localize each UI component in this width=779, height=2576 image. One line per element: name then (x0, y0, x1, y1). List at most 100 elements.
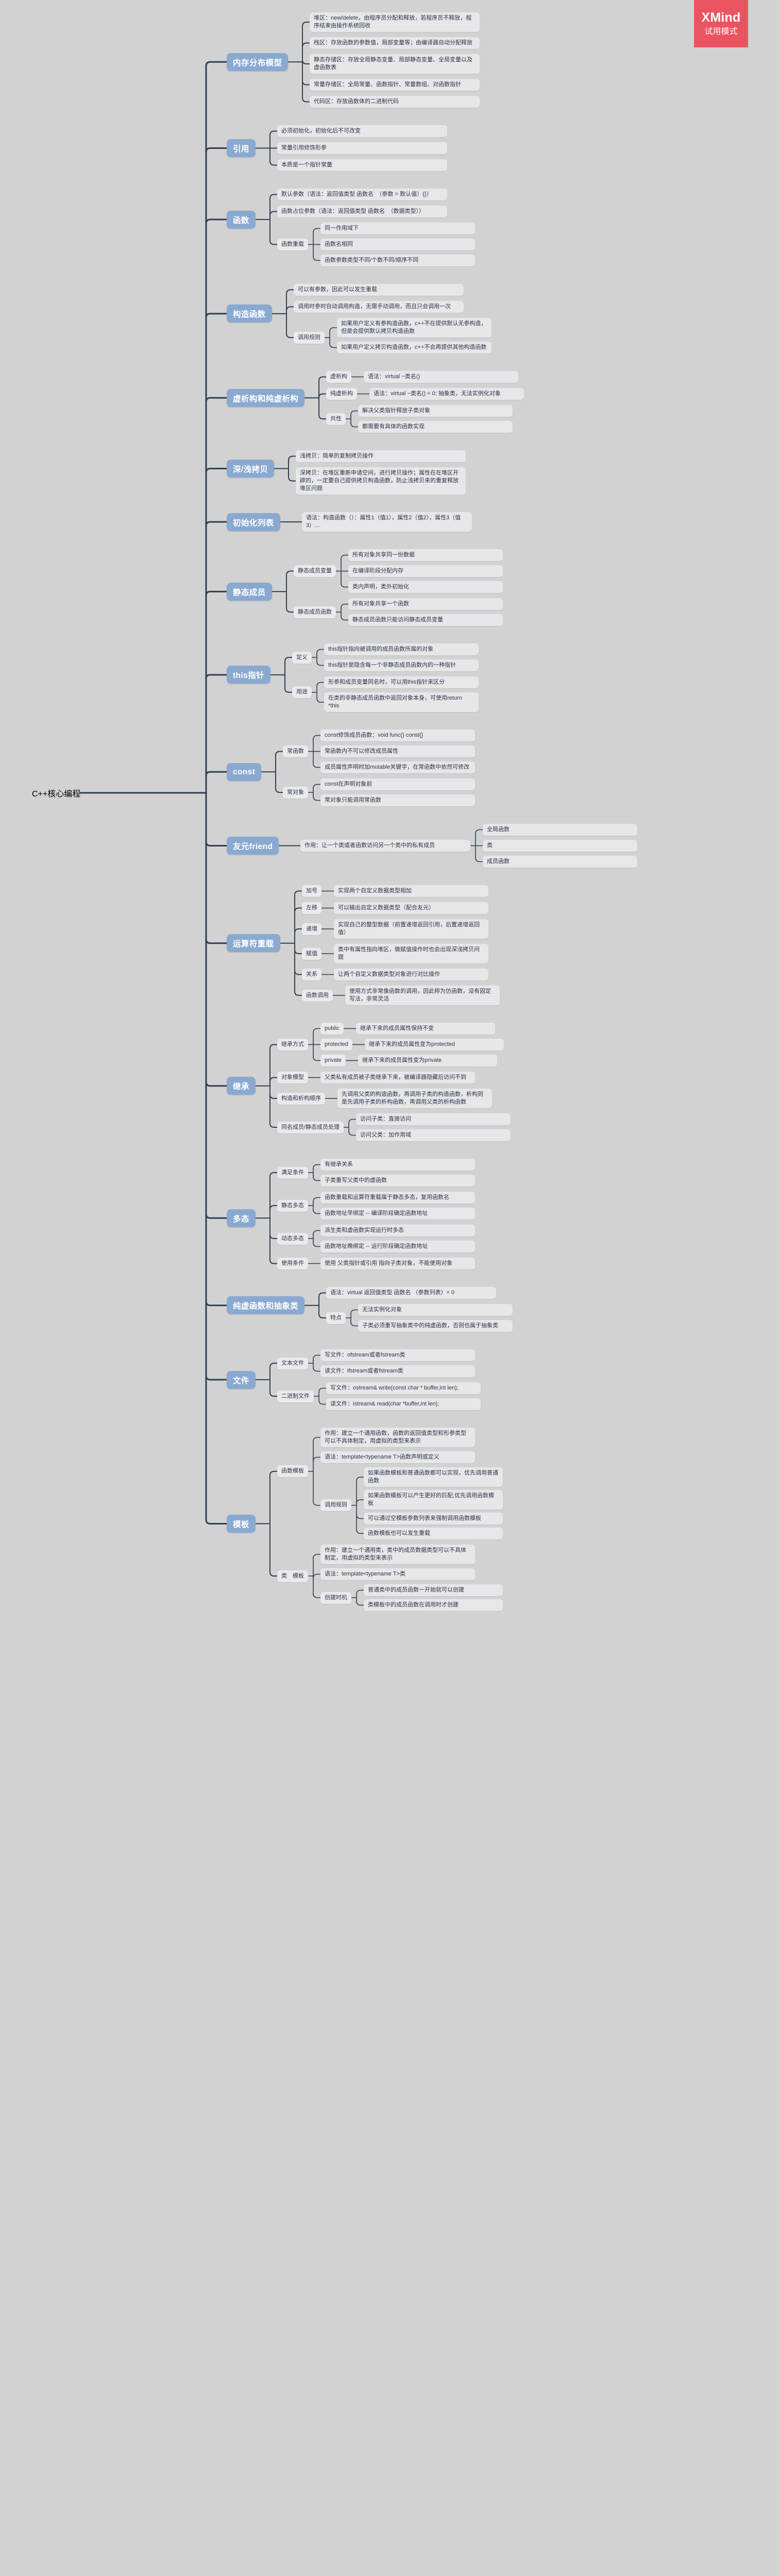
mindmap-leaf-node[interactable]: 文本文件 (277, 1358, 308, 1369)
mindmap-leaf-node[interactable]: 函数地址早绑定 -- 编译阶段确定函数地址 (320, 1208, 475, 1219)
mindmap-branch-node[interactable]: 函数 (227, 211, 256, 229)
mindmap-leaf-node[interactable]: 创建时机 (320, 1592, 351, 1604)
mindmap-leaf-node[interactable]: public (320, 1023, 344, 1035)
mindmap-branch-node[interactable]: 引用 (227, 139, 256, 157)
mindmap-branch-node[interactable]: 深/浅拷贝 (227, 460, 275, 478)
mindmap-leaf-node[interactable]: 默认参数（语法：返回值类型 函数名 （参数 = 默认值）{}） (277, 189, 447, 200)
mindmap-leaf-node[interactable]: 关系 (302, 969, 321, 980)
mindmap-leaf-node[interactable]: 读文件：ifstream或者fstream类 (320, 1365, 475, 1377)
mindmap-leaf-node[interactable]: 函数重载 (277, 239, 308, 250)
mindmap-leaf-node[interactable]: 可以输出自定义数据类型（配合友元） (334, 902, 488, 914)
mindmap-leaf-node[interactable]: 作用：让一个类或者函数访问另一个类中的私有成员 (300, 840, 470, 852)
mindmap-branch-node[interactable]: const (227, 763, 262, 781)
mindmap-leaf-node[interactable]: 全局函数 (483, 824, 637, 836)
mindmap-leaf-node[interactable]: 无法实例化对象 (358, 1304, 513, 1316)
mindmap-leaf-node[interactable]: 先调用父类的构造函数，再调用子类的构造函数，析构则是先调用子类的析构函数，再调用… (337, 1089, 492, 1108)
mindmap-leaf-node[interactable]: 浅拷贝：简单的复制拷贝操作 (296, 450, 466, 462)
mindmap-leaf-node[interactable]: 本质是一个指针常量 (277, 159, 447, 171)
mindmap-leaf-node[interactable]: 调用规则 (320, 1499, 351, 1511)
mindmap-branch-node[interactable]: 初始化列表 (227, 513, 280, 531)
mindmap-leaf-node[interactable]: 函数调用 (302, 990, 333, 1002)
mindmap-leaf-node[interactable]: 在类的非静态成员函数中返回对象本身，可使用return *this (324, 692, 479, 712)
mindmap-leaf-node[interactable]: 都需要有具体的函数实现 (358, 421, 513, 433)
mindmap-leaf-node[interactable]: 所有对象共享一个函数 (348, 598, 503, 610)
mindmap-leaf-node[interactable]: 访问子类：直接访问 (356, 1113, 511, 1125)
mindmap-leaf-node[interactable]: 代码区：存放函数体的二进制代码 (310, 96, 480, 108)
mindmap-leaf-node[interactable]: 常对象 (283, 787, 308, 799)
mindmap-leaf-node[interactable]: 函数地址晚绑定 -- 运行阶段确定函数地址 (320, 1241, 475, 1252)
mindmap-leaf-node[interactable]: 常量存储区：全局常量、函数指针、常量数组、对函数指针 (310, 79, 480, 91)
mindmap-leaf-node[interactable]: 静态多态 (277, 1200, 308, 1212)
mindmap-leaf-node[interactable]: 类 (483, 840, 637, 852)
mindmap-leaf-node[interactable]: 所有对象共享同一份数据 (348, 549, 503, 561)
mindmap-leaf-node[interactable]: 普通类中的成员函数一开始就可以创建 (364, 1584, 503, 1596)
mindmap-leaf-node[interactable]: 同名成员/静态成员处理 (277, 1122, 344, 1133)
mindmap-leaf-node[interactable]: 用途 (292, 686, 312, 698)
mindmap-branch-node[interactable]: 纯虚函数和抽象类 (227, 1296, 305, 1314)
mindmap-leaf-node[interactable]: this指针指向被调用的成员函数所属的对象 (324, 643, 479, 655)
mindmap-leaf-node[interactable]: 常量引用修饰形参 (277, 142, 447, 154)
mindmap-leaf-node[interactable]: 可以有参数，因此可以发生重载 (294, 284, 464, 296)
mindmap-leaf-node[interactable]: private (320, 1055, 346, 1066)
mindmap-branch-node[interactable]: this指针 (227, 666, 270, 684)
mindmap-leaf-node[interactable]: 作用：建立一个通用函数，函数的返回值类型和形参类型可以不具体制定，用虚拟的类型来… (320, 1428, 475, 1447)
mindmap-leaf-node[interactable]: 函数模板也可以发生重载 (364, 1528, 503, 1539)
mindmap-leaf-node[interactable]: 类中有属性指向堆区，做赋值操作时也会出现深浅拷贝问题 (334, 944, 488, 963)
mindmap-leaf-node[interactable]: 纯虚析构 (326, 388, 357, 400)
mindmap-leaf-node[interactable]: 类模板中的成员函数在调用时才创建 (364, 1599, 503, 1611)
mindmap-leaf-node[interactable]: 静态存储区：存放全局静态变量、局部静态变量、全局变量以及虚函数表 (310, 54, 480, 74)
mindmap-leaf-node[interactable]: 语法：构造函数（）：属性1（值1），属性2（值2），属性3（值3）... (302, 512, 472, 532)
mindmap-leaf-node[interactable]: 特点 (326, 1312, 346, 1324)
mindmap-leaf-node[interactable]: 调用规则 (294, 332, 325, 344)
mindmap-branch-node[interactable]: 内存分布模型 (227, 53, 289, 71)
mindmap-leaf-node[interactable]: 左移 (302, 902, 321, 914)
mindmap-leaf-node[interactable]: 对象模型 (277, 1072, 308, 1083)
mindmap-leaf-node[interactable]: protected (320, 1039, 352, 1050)
mindmap-leaf-node[interactable]: 堆区：new/delete，由程序员分配和释放，若程序员不释放，程序结束由操作系… (310, 12, 480, 32)
mindmap-leaf-node[interactable]: 使用 父类指针或引用 指向子类对象，不能使用对象 (320, 1258, 475, 1269)
mindmap-leaf-node[interactable]: 常函数内不可以修改成员属性 (320, 745, 475, 757)
mindmap-leaf-node[interactable]: const修饰成员函数：void func() const{} (320, 730, 475, 741)
mindmap-leaf-node[interactable]: 函数占位参数（语法：返回值类型 函数名 （数据类型）） (277, 206, 447, 217)
mindmap-branch-node[interactable]: 运算符重载 (227, 934, 280, 952)
mindmap-leaf-node[interactable]: 如果函数模板和普通函数都可以实现，优先调用普通函数 (364, 1467, 503, 1487)
mindmap-leaf-node[interactable]: 解决父类指针释放子类对象 (358, 405, 513, 417)
mindmap-leaf-node[interactable]: 继承方式 (277, 1039, 308, 1050)
mindmap-leaf-node[interactable]: 调用时参时自动调用构造，无需手动调用，而且只会调用一次 (294, 301, 464, 313)
mindmap-leaf-node[interactable]: const在声明对象前 (320, 778, 475, 790)
mindmap-branch-node[interactable]: 模板 (227, 1515, 256, 1533)
mindmap-leaf-node[interactable]: 写文件：ostream& write(const char * buffer,i… (326, 1382, 481, 1394)
mindmap-leaf-node[interactable]: 成员属性声明时加mutable关键字，在常函数中依然可修改 (320, 761, 475, 773)
mindmap-leaf-node[interactable]: 让两个自定义数据类型对象进行对比操作 (334, 969, 488, 980)
mindmap-leaf-node[interactable]: 子类必须重写抽象类中的纯虚函数，否则也属于抽象类 (358, 1320, 513, 1332)
mindmap-leaf-node[interactable]: 语法：virtual ~类名() (364, 371, 518, 383)
mindmap-branch-node[interactable]: 文件 (227, 1371, 256, 1389)
mindmap-leaf-node[interactable]: 可以通过空模板参数列表来强制调用函数模板 (364, 1513, 503, 1524)
mindmap-leaf-node[interactable]: 子类重写父类中的虚函数 (320, 1175, 475, 1187)
mindmap-leaf-node[interactable]: 如果函数模板可以产生更好的匹配,优先调用函数模板 (364, 1490, 503, 1510)
mindmap-leaf-node[interactable]: 在编译阶段分配内存 (348, 565, 503, 577)
mindmap-branch-node[interactable]: 虚析构和纯虚析构 (227, 389, 305, 407)
mindmap-root-node[interactable]: C++核心编程 (32, 787, 80, 799)
mindmap-leaf-node[interactable]: 父类私有成员被子类继承下来，被编译器隐藏后访问不到 (320, 1072, 475, 1083)
mindmap-leaf-node[interactable]: 读文件：istream& read(char *buffer,int len); (326, 1398, 481, 1410)
mindmap-leaf-node[interactable]: 语法：virtual 返回值类型 函数名 （参数列表）= 0 (326, 1287, 496, 1299)
mindmap-leaf-node[interactable]: 虚析构 (326, 371, 351, 383)
mindmap-leaf-node[interactable]: 函数名相同 (320, 239, 475, 250)
mindmap-branch-node[interactable]: 多态 (227, 1209, 256, 1227)
mindmap-leaf-node[interactable]: 如果用户定义有参构造函数，c++不在提供默认无参构造，但是会提供默认拷贝构造函数 (337, 318, 492, 337)
mindmap-leaf-node[interactable]: 继承下来的成员属性变为protected (365, 1039, 504, 1050)
mindmap-leaf-node[interactable]: this指针是隐含每一个非静态成员函数内的一种指针 (324, 659, 479, 671)
mindmap-branch-node[interactable]: 继承 (227, 1077, 256, 1095)
mindmap-leaf-node[interactable]: 常函数 (283, 745, 308, 757)
mindmap-leaf-node[interactable]: 访问父类：加作用域 (356, 1129, 511, 1141)
mindmap-leaf-node[interactable]: 语法：virtual ~类名() = 0; 抽象类，无法实例化对象 (369, 388, 524, 400)
mindmap-leaf-node[interactable]: 静态成员函数 (294, 606, 336, 618)
mindmap-leaf-node[interactable]: 继承下来的成员属性变为private (358, 1055, 497, 1066)
mindmap-leaf-node[interactable]: 共性 (326, 413, 346, 425)
mindmap-leaf-node[interactable]: 定义 (292, 652, 312, 664)
mindmap-leaf-node[interactable]: 使用方式非常像函数的调用，因此称为仿函数，没有固定写法，非常灵活 (345, 986, 500, 1005)
mindmap-leaf-node[interactable]: 递增 (302, 923, 321, 935)
mindmap-leaf-node[interactable]: 同一作用域下 (320, 223, 475, 234)
mindmap-branch-node[interactable]: 友元friend (227, 837, 279, 855)
